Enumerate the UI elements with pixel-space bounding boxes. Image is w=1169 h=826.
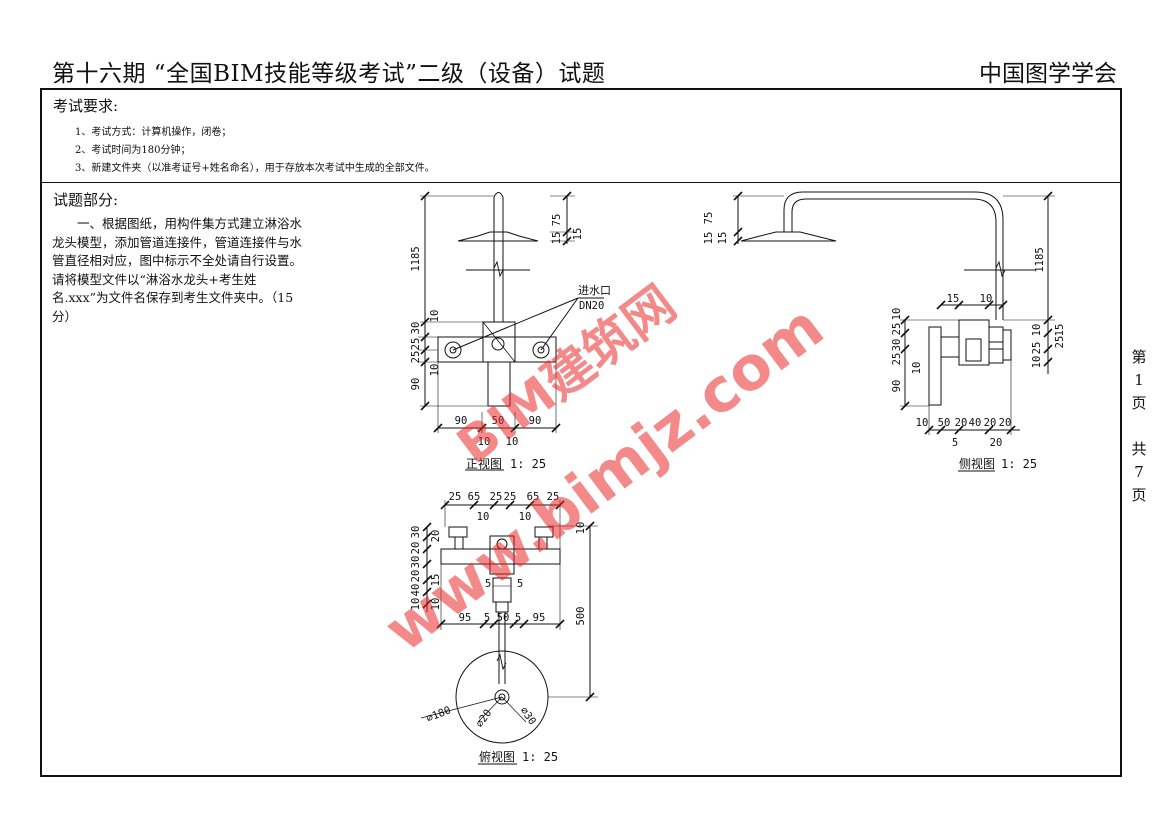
dim-label: 15 — [1054, 324, 1066, 337]
dim-label: 10 — [506, 436, 519, 448]
dim-label: 25 — [1031, 342, 1043, 355]
requirement-item: 1、考试方式：计算机操作，闭卷； — [75, 127, 232, 138]
dim-label: 65 — [527, 491, 540, 503]
dim-label: 50 — [497, 612, 510, 624]
dim-label: 1185 — [1034, 247, 1046, 272]
dim-label: 20 — [999, 417, 1012, 429]
top-view-scale: 1: 25 — [522, 750, 558, 764]
dim-label: 90 — [410, 378, 422, 391]
dim-label: 25 — [1054, 336, 1066, 349]
diameter-label: ⌀30 — [518, 705, 539, 727]
dim-label: 10 — [891, 308, 903, 321]
requirements-section: 考试要求: 1、考试方式：计算机操作，闭卷； 2、考试时间为180分钟； 3、新… — [42, 90, 1120, 183]
page-char: 页 — [1131, 394, 1147, 412]
inlet-size: DN20 — [579, 300, 604, 312]
side-view-scale: 1: 25 — [1001, 457, 1037, 471]
dim-label: 30 — [891, 339, 903, 352]
dim-label: 5 — [484, 612, 490, 624]
top-view — [420, 500, 598, 744]
requirements-title: 考试要求: — [53, 97, 119, 115]
dim-label: 50 — [492, 415, 505, 427]
dim-label: 25 — [490, 491, 503, 503]
dim-label: 90 — [529, 415, 542, 427]
page-indicator: 第 1 页 共 7 页 — [1131, 346, 1147, 507]
requirement-item: 2、考试时间为180分钟； — [75, 145, 191, 156]
page-char: 7 — [1134, 463, 1144, 481]
dim-label: 500 — [575, 607, 587, 626]
front-view-caption: 正视图 — [466, 456, 502, 471]
dim-label: 10 — [477, 511, 490, 523]
dim-label: 20 — [984, 417, 997, 429]
dim-label: 30 — [410, 556, 422, 569]
dim-label: 75 — [703, 212, 715, 225]
dim-label: 25 — [891, 353, 903, 366]
requirement-item: 3、新建文件夹（以准考证号+姓名命名），用于存放本次考试中生成的全部文件。 — [75, 163, 435, 174]
drawing-frame: 考试要求: 1、考试方式：计算机操作，闭卷； 2、考试时间为180分钟； 3、新… — [40, 88, 1122, 777]
front-view-scale: 1: 25 — [510, 457, 546, 471]
dim-label: 25 — [504, 491, 517, 503]
dim-label: 40 — [969, 417, 982, 429]
dim-label: 95 — [459, 612, 472, 624]
task-title: 试题部分: — [53, 191, 119, 209]
dim-label: 10 — [575, 522, 587, 535]
dim-label: 20 — [955, 417, 968, 429]
dim-label: 25 — [547, 491, 560, 503]
page-char: 第 — [1131, 348, 1147, 366]
dim-label: 5 — [517, 578, 523, 590]
dim-label: 5 — [485, 578, 491, 590]
side-view-caption: 侧视图 — [959, 456, 995, 471]
diameter-label: ⌀20 — [474, 707, 495, 729]
dim-label: 20 — [410, 570, 422, 583]
dim-label: 20 — [410, 542, 422, 555]
dim-label: 20 — [990, 437, 1003, 449]
dim-label: 25 — [449, 491, 462, 503]
side-view — [733, 191, 1055, 435]
dim-label: 1185 — [410, 246, 422, 271]
dim-label: 15 — [703, 232, 715, 245]
dim-label: 95 — [533, 612, 546, 624]
dim-label: 50 — [938, 417, 951, 429]
dim-label: 25 — [410, 351, 422, 364]
dim-label: 10 — [916, 417, 929, 429]
dim-label: 65 — [468, 491, 481, 503]
dim-label: 20 — [430, 530, 442, 543]
front-view — [418, 192, 604, 433]
dim-label: 10 — [478, 436, 491, 448]
dim-label: 15 — [430, 574, 442, 587]
dim-label: 30 — [410, 526, 422, 539]
dim-label: 90 — [891, 380, 903, 393]
task-description: 一、根据图纸，用构件集方式建立淋浴水龙头模型，添加管道连接件，管道连接件与水管直… — [52, 216, 303, 324]
dim-label: 90 — [455, 415, 468, 427]
dim-label: 5 — [515, 612, 521, 624]
top-view-caption: 俯视图 — [479, 749, 515, 764]
dim-label: 10 — [519, 511, 532, 523]
dim-label: 75 — [551, 214, 563, 227]
page-char: 页 — [1131, 486, 1147, 504]
dim-label: 30 — [410, 322, 422, 335]
dim-label: 5 — [952, 437, 958, 449]
exam-title: 第十六期 “全国BIM技能等级考试”二级（设备）试题 — [52, 61, 606, 87]
inlet-label: 进水口 — [578, 284, 611, 297]
dim-label: 10 — [429, 364, 441, 377]
dim-label: 10 — [911, 362, 923, 375]
dim-label: 10 — [430, 598, 442, 611]
dim-label: 10 — [429, 310, 441, 323]
dim-label: 40 — [410, 584, 422, 597]
dim-label: 10 — [1031, 356, 1043, 369]
dim-label: 25 — [410, 338, 422, 351]
dim-label: 25 — [891, 323, 903, 336]
dim-label: 15 — [551, 232, 563, 245]
page-char: 共 — [1131, 440, 1147, 458]
dim-label: 10 — [410, 598, 422, 611]
dim-label: 15 — [947, 293, 960, 305]
dim-label: 10 — [1031, 324, 1043, 337]
dim-label: 15 — [717, 232, 729, 245]
dim-label: 15 — [572, 228, 584, 241]
diameter-label: ⌀180 — [425, 704, 453, 725]
page-char: 1 — [1134, 371, 1144, 389]
dim-label: 10 — [980, 293, 993, 305]
organization-name: 中国图学学会 — [979, 61, 1117, 87]
